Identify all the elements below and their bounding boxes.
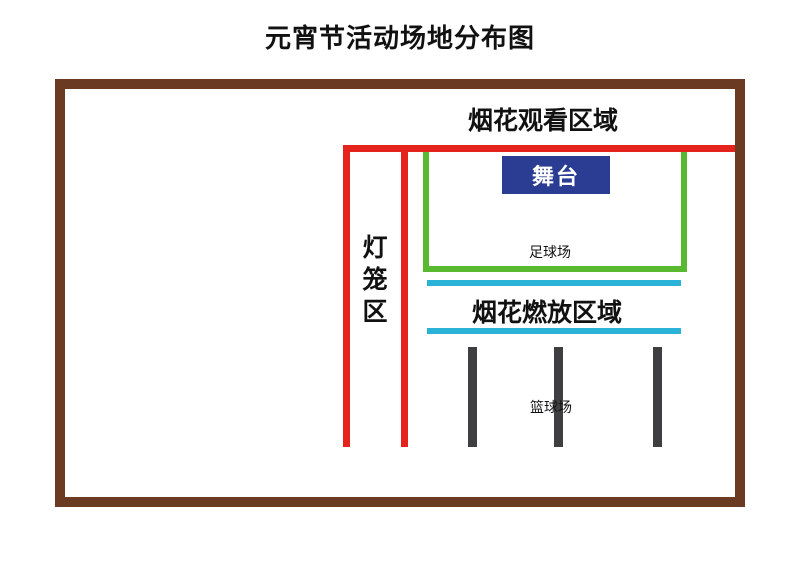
launch-area-top-line xyxy=(427,280,681,286)
court-line-left xyxy=(468,347,477,447)
lantern-area-left-line xyxy=(343,145,350,447)
lantern-area-label: 灯笼区 xyxy=(362,233,388,326)
court-line-right xyxy=(653,347,662,447)
fireworks-launch-area-label: 烟花燃放区域 xyxy=(472,298,623,327)
fireworks-viewing-area-label: 烟花观看区域 xyxy=(468,106,619,135)
venue-boundary xyxy=(55,79,745,507)
viewing-area-top-line xyxy=(343,145,735,152)
stage: 舞台 xyxy=(502,156,610,194)
football-field-label: 足球场 xyxy=(529,245,571,261)
football-field xyxy=(423,152,687,272)
diagram-title: 元宵节活动场地分布图 xyxy=(264,24,535,54)
lantern-area-right-line xyxy=(401,145,408,447)
launch-area-bottom-line xyxy=(427,328,681,334)
basketball-court-label: 篮球场 xyxy=(530,400,572,416)
court-line-middle xyxy=(554,347,563,447)
